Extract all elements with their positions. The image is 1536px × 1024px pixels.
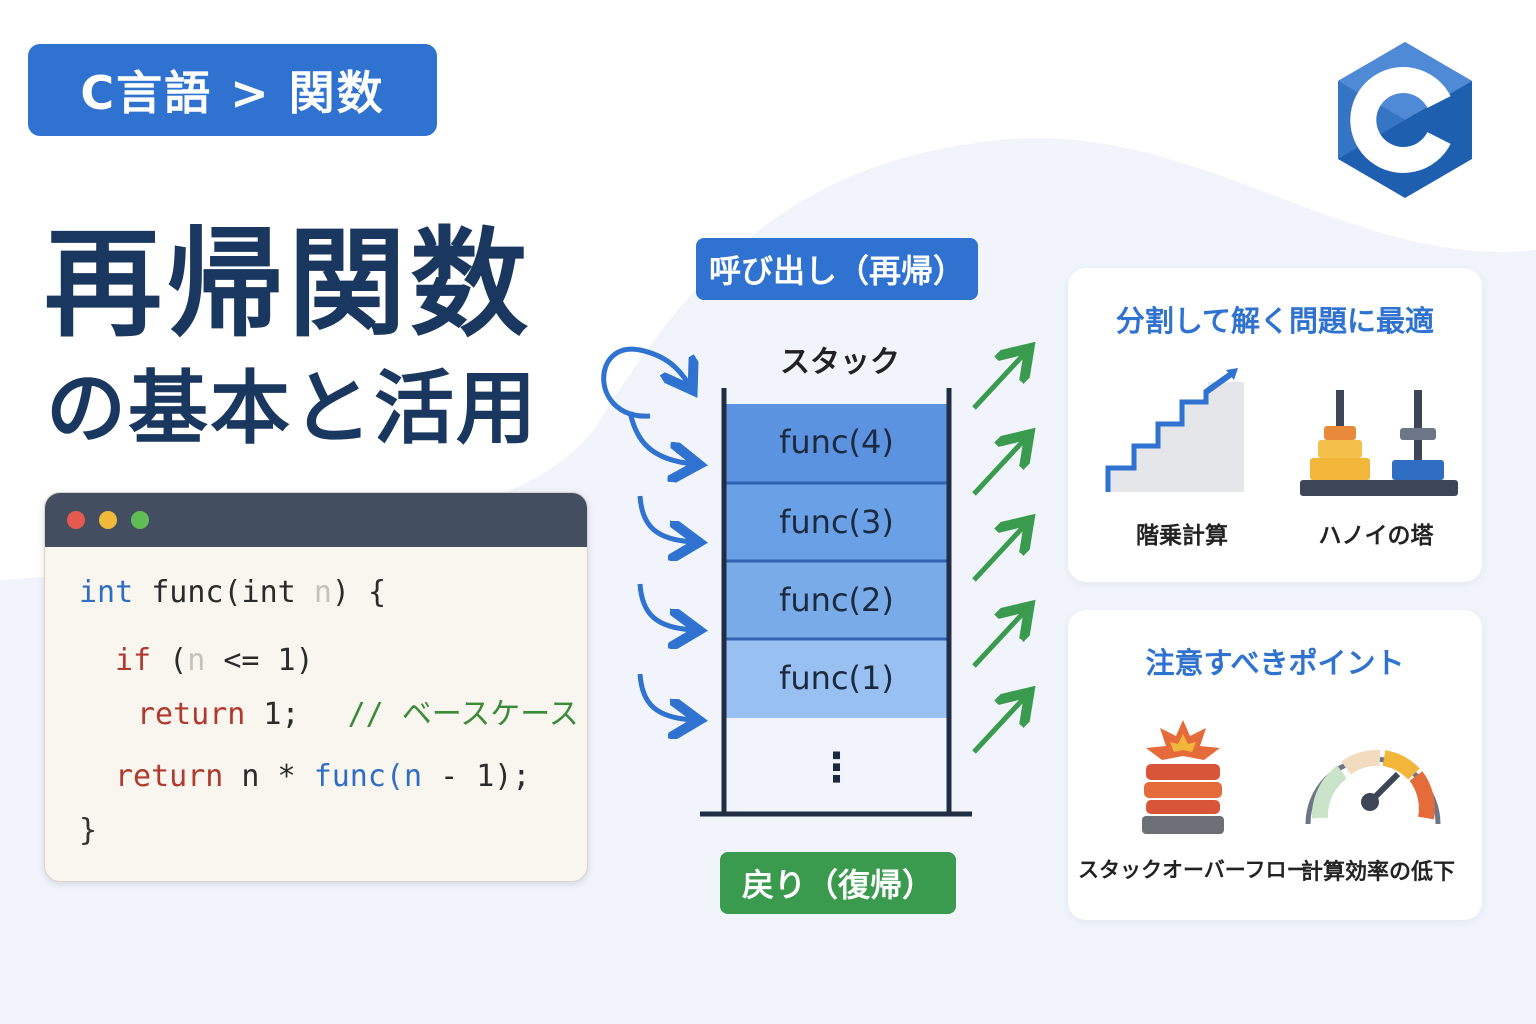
- card-title: 注意すべきポイント: [1145, 646, 1405, 680]
- tower-of-hanoi-icon: [1300, 390, 1458, 496]
- return-arrow-5: [972, 696, 1026, 754]
- card-title: 分割して解く問題に最適: [1115, 304, 1435, 338]
- call-arrow-2: [627, 411, 694, 464]
- call-label: 呼び出し（再帰）: [696, 238, 978, 300]
- caution-card: 注意すべきポイント スタックオーバーフロー 計算効率の低下: [1068, 610, 1482, 920]
- code-line-3: return 1;// ベースケース: [137, 697, 579, 732]
- page-title: 再帰関数: [44, 215, 533, 353]
- return-arrow-4: [972, 610, 1026, 668]
- call-arrow-1: [601, 346, 690, 419]
- use-cases-card: 分割して解く問題に最適 階乗計算 ハノイの塔: [1068, 268, 1482, 582]
- efficiency-label: 計算効率の低下: [1300, 860, 1455, 885]
- window-titlebar: [45, 493, 587, 547]
- factorial-label: 階乗計算: [1136, 523, 1228, 549]
- c-language-hex-icon: [1338, 42, 1472, 198]
- stack-frame-3: func(3): [779, 503, 894, 541]
- hanoi-label: ハノイの塔: [1318, 523, 1434, 549]
- stack-ellipsis: ⋮: [816, 745, 857, 791]
- call-arrow-5: [637, 673, 694, 720]
- breadcrumb-badge: C言語 > 関数: [28, 44, 437, 136]
- stack-frame-2: func(2): [779, 581, 894, 619]
- return-arrows: [972, 340, 1046, 754]
- staircase-icon: [1105, 368, 1244, 492]
- return-arrow-2: [972, 438, 1026, 496]
- speedometer-icon: [1305, 749, 1441, 825]
- maximize-dot: [131, 511, 149, 529]
- code-window: int func(int n) { if (n <= 1) return 1;/…: [44, 492, 588, 882]
- code-line-1: int func(int n) {: [79, 575, 387, 610]
- stack-frame-1: func(1): [779, 659, 894, 697]
- code-line-5: }: [79, 813, 98, 848]
- return-arrow-3: [972, 524, 1026, 582]
- call-arrow-3: [637, 495, 694, 542]
- close-dot: [67, 511, 85, 529]
- stack-overflow-label: スタックオーバーフロー: [1078, 858, 1308, 882]
- stack-overflow-explosion-icon: [1142, 720, 1224, 834]
- call-arrow-4: [637, 583, 694, 630]
- code-line-2: if (n <= 1): [115, 643, 314, 678]
- return-arrow-1: [972, 352, 1026, 410]
- stack-container: [700, 388, 972, 817]
- minimize-dot: [99, 511, 117, 529]
- code-line-4: return n * func(n - 1);: [115, 759, 531, 794]
- call-arrows: [601, 346, 710, 750]
- return-label: 戻り（復帰）: [720, 852, 956, 914]
- stack-frame-4: func(4): [779, 423, 894, 461]
- stack-label: スタック: [780, 345, 900, 380]
- page-subtitle: の基本と活用: [46, 362, 538, 455]
